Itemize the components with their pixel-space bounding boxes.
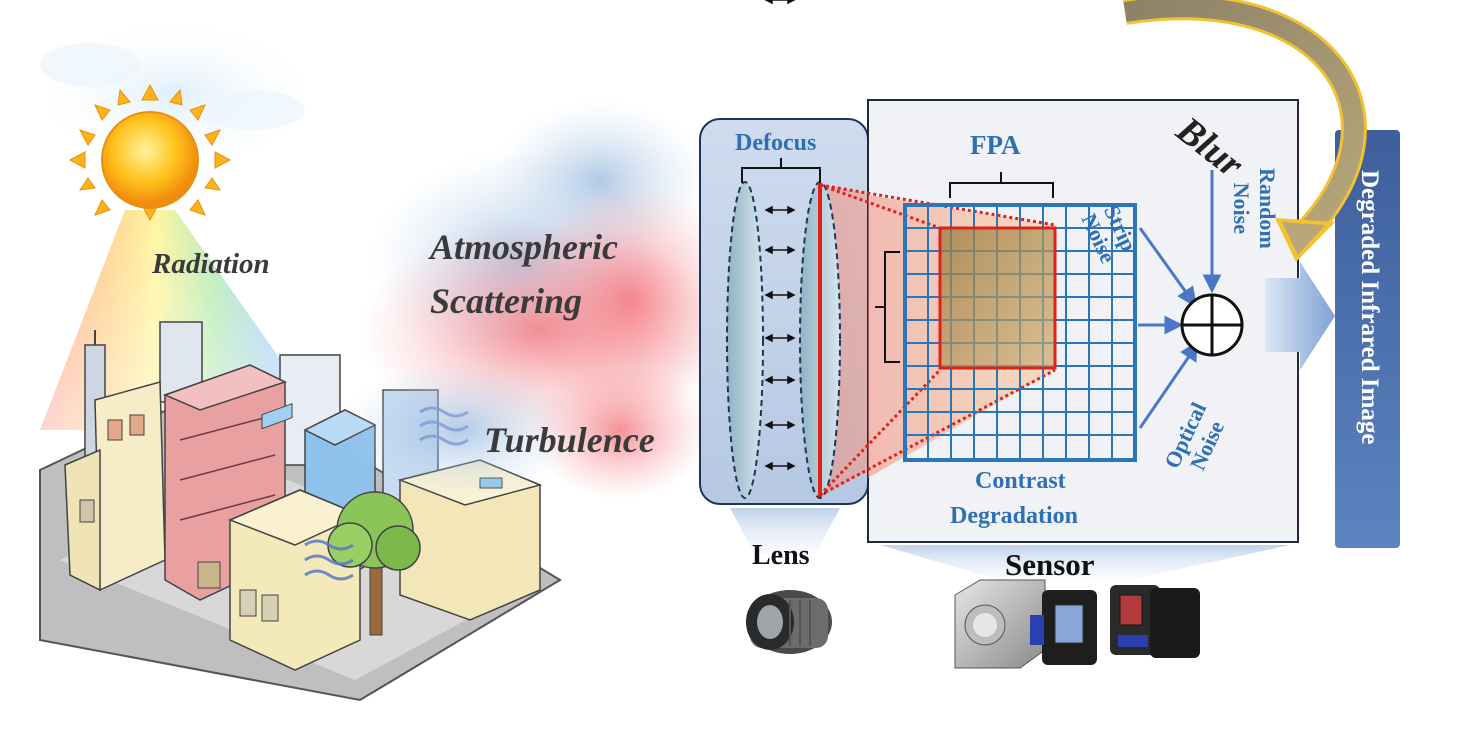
focused-region (938, 226, 1057, 370)
radiation-label: Radiation (152, 248, 270, 280)
output-label: Degraded Infrared Image (1356, 170, 1383, 445)
fpa-bracket-left (875, 251, 900, 363)
sky-background (25, 15, 325, 175)
random-noise-line2: Noise (1229, 182, 1254, 234)
sum-circle-icon (1180, 293, 1244, 357)
lens-camera-icon (746, 590, 832, 654)
smoke-cloud (340, 100, 740, 500)
fpa-grid (903, 203, 1137, 462)
atmospheric-label: Atmospheric (430, 227, 619, 267)
scattering-label: Scattering (430, 281, 583, 321)
turbulence-label: Turbulence (484, 420, 655, 460)
fpa-label: FPA (970, 130, 1021, 160)
random-noise-line1: Random (1255, 168, 1280, 249)
lens-elements (726, 181, 841, 499)
sensor-label: Sensor (1005, 547, 1095, 582)
output-bar (1335, 130, 1400, 548)
defocus-label: Defocus (735, 130, 817, 156)
lens-funnel (730, 508, 840, 555)
output-arrow (1265, 262, 1335, 370)
noise-arrows (1138, 170, 1222, 429)
blur-curved-arrow (1123, 0, 1367, 262)
degradation-label: Degradation (950, 503, 1078, 529)
lens-label: Lens (752, 540, 810, 571)
random-noise-label: Random Noise (1228, 168, 1280, 249)
projection-lines (818, 183, 1056, 497)
contrast-label: Contrast (975, 468, 1066, 494)
sun-icon (68, 83, 232, 222)
defocus-arrows (764, 0, 796, 470)
fpa-bracket-top (949, 172, 1054, 198)
sensor-funnel (880, 545, 1290, 580)
defocus-bracket (741, 158, 821, 183)
sensor-camera-icons (954, 579, 1200, 669)
